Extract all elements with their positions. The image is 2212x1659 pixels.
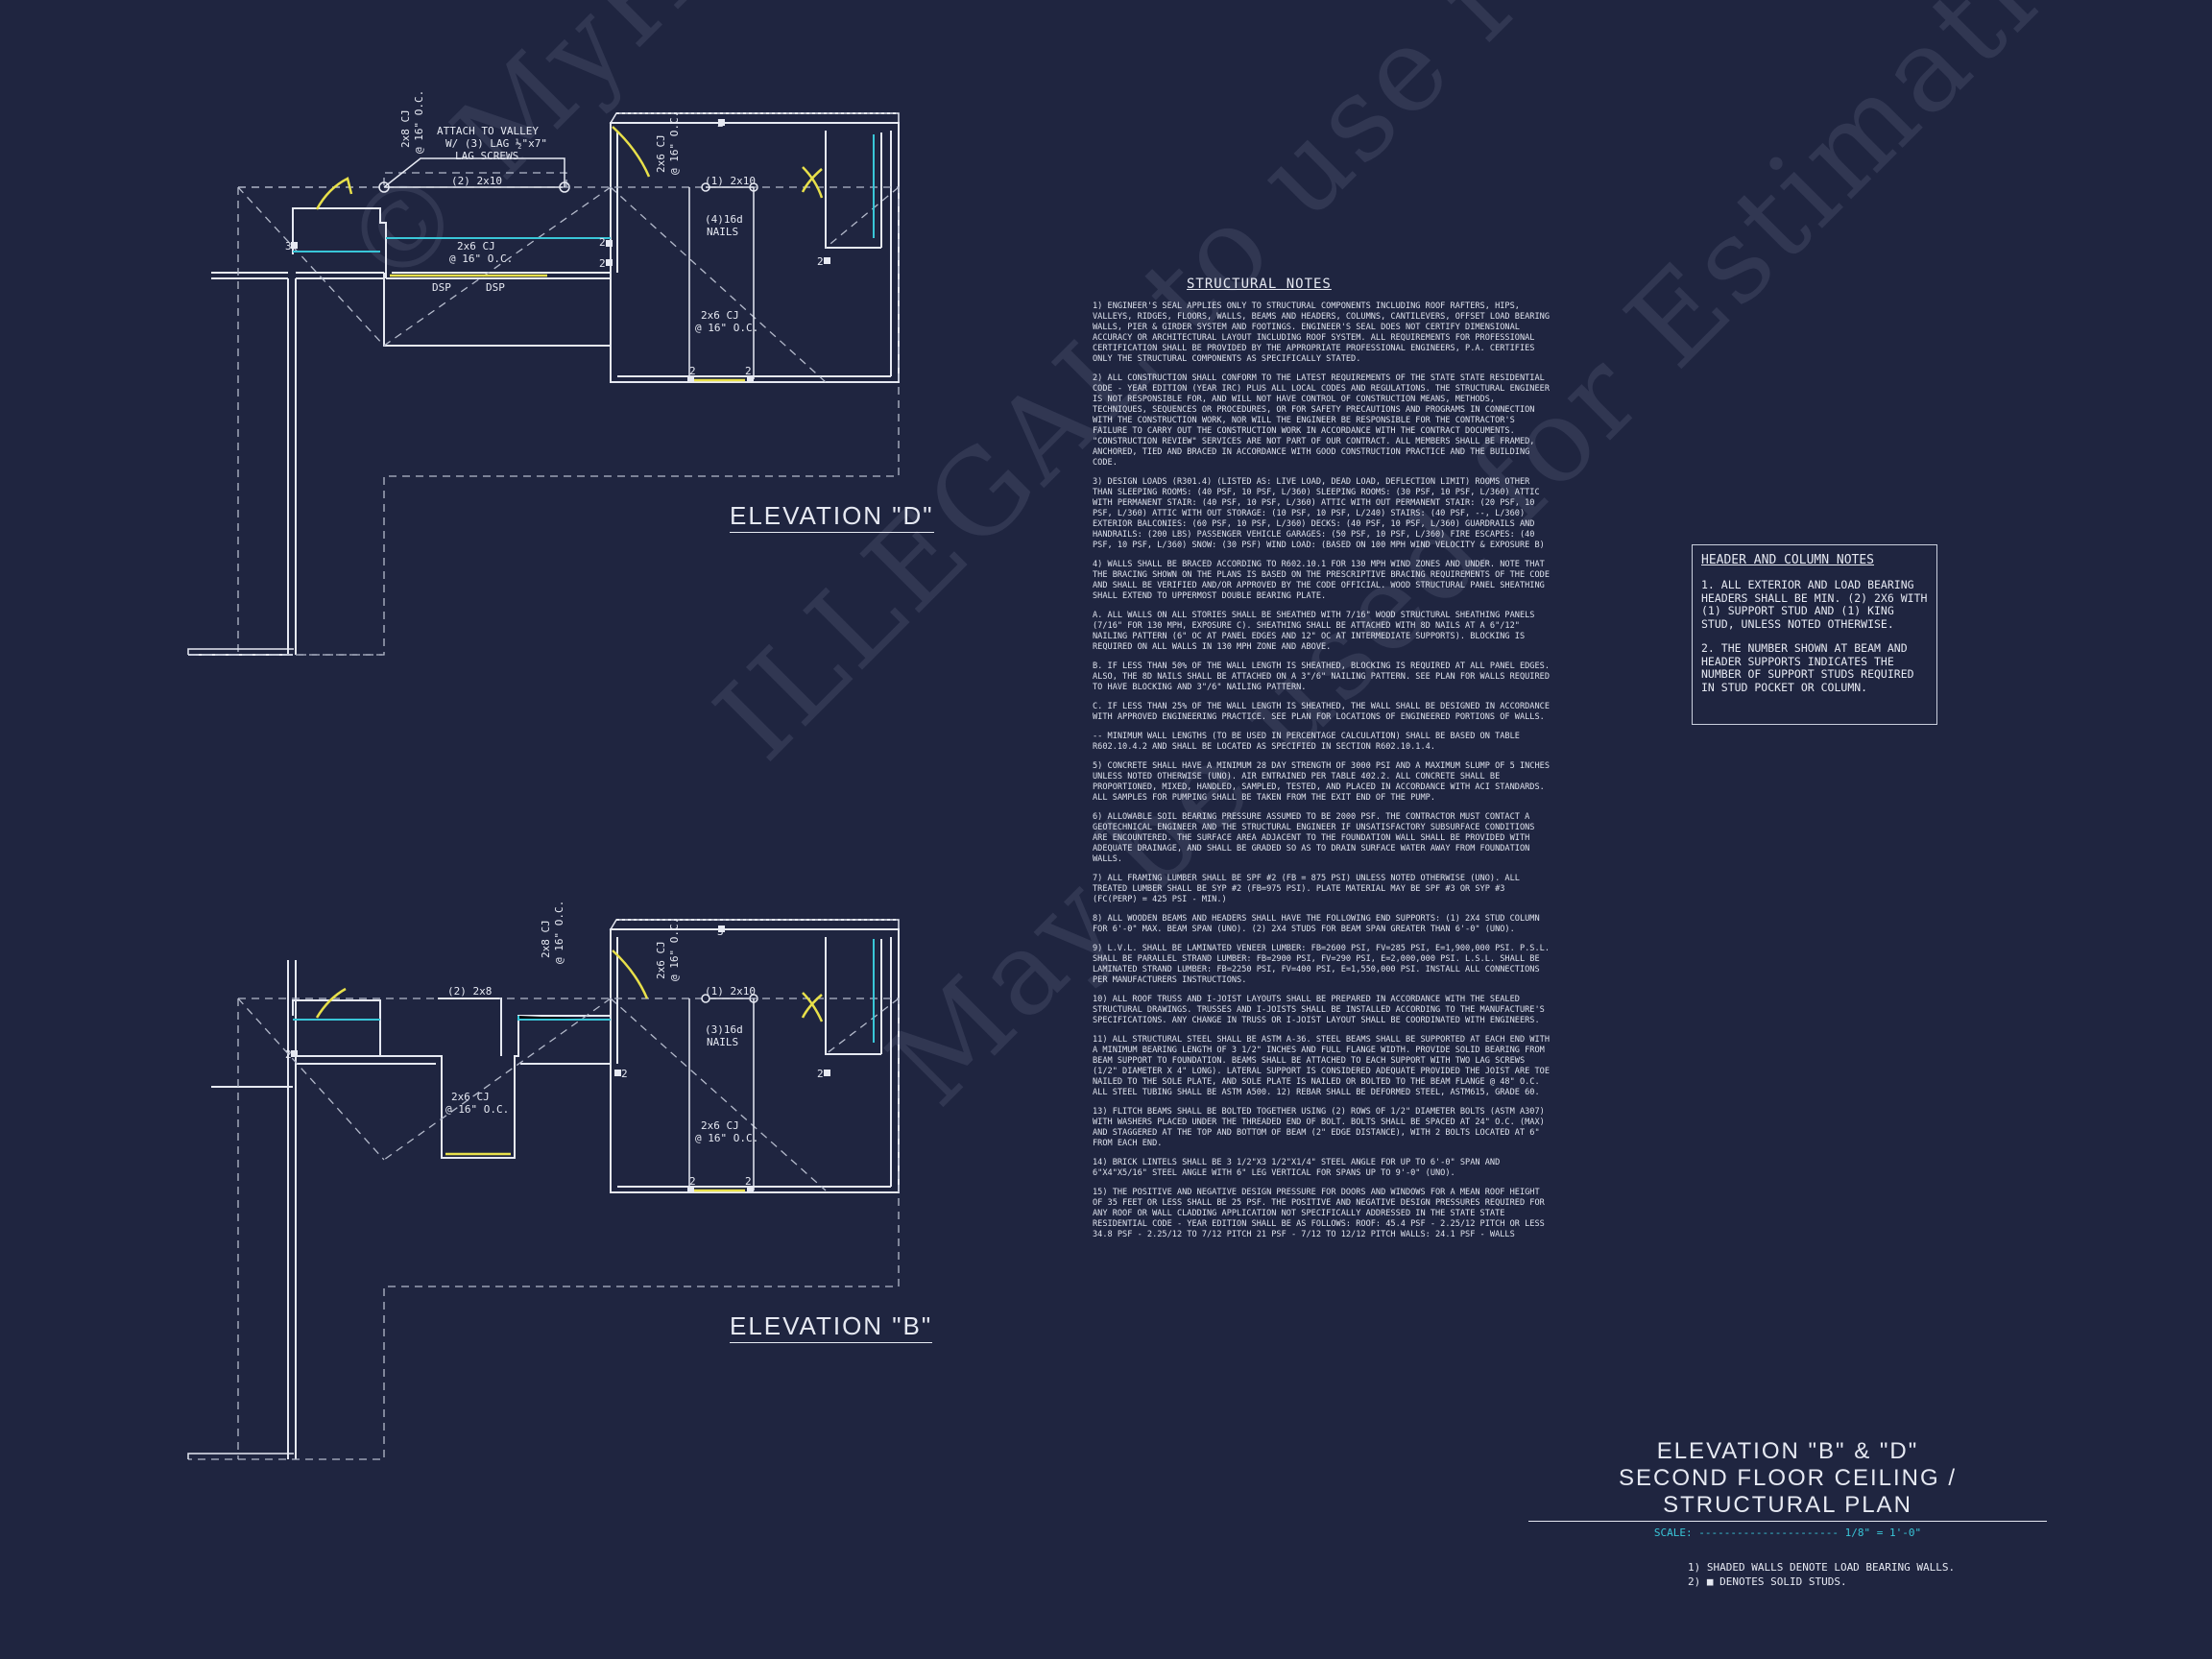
elev-d-nails-2: NAILS xyxy=(707,226,738,238)
elev-b-stud-5: 2 xyxy=(689,1175,696,1188)
elev-d-nails-1: (4)16d xyxy=(705,213,743,226)
elev-d-attach-2: W/ (3) LAG ½"x7" xyxy=(445,137,547,150)
note-1: 1) ENGINEER'S SEAL APPLIES ONLY TO STRUC… xyxy=(1093,301,1550,364)
elev-d-stud-7: 2 xyxy=(745,365,752,377)
elev-b-cj-left-spacing: @ 16" O.C. xyxy=(445,1103,509,1116)
elev-d-stud-3: 2 xyxy=(599,257,606,270)
elev-d-stud-2: 2 xyxy=(599,236,606,249)
note-4a: a. ALL WALLS ON ALL STORIES SHALL BE SHE… xyxy=(1093,611,1535,652)
note-7: 7) ALL FRAMING LUMBER SHALL BE SPF #2 (F… xyxy=(1093,874,1520,904)
structural-notes-title: STRUCTURAL NOTES xyxy=(1187,276,1332,292)
structural-notes: 1) ENGINEER'S SEAL APPLIES ONLY TO STRUC… xyxy=(1093,301,1553,1249)
elevation-d-label: ELEVATION "D" xyxy=(730,501,934,533)
elev-b-cj-center-spacing: @ 16" O.C. xyxy=(695,1132,758,1144)
elev-b-cj-center: 2x6 CJ xyxy=(701,1119,739,1132)
legend-item-2: 2) ■ DENOTES SOLID STUDS. xyxy=(1688,1575,1847,1588)
elev-b-stud-1: 3 xyxy=(717,926,724,938)
elev-d-cj-vert-spacing: @ 16" O.C. xyxy=(413,90,425,154)
elev-b-nails-2: NAILS xyxy=(707,1036,738,1048)
elev-d-cj-h-spacing: @ 16" O.C. xyxy=(449,252,513,265)
cyan-beam-lines xyxy=(293,134,875,1043)
scale-note: SCALE: ---------------------- 1/8" = 1'-… xyxy=(1653,1527,1922,1539)
note-15: 15) THE POSITIVE AND NEGATIVE DESIGN PRE… xyxy=(1093,1188,1545,1239)
elev-b-cj-vert-spacing: @ 16" O.C. xyxy=(553,901,565,964)
elev-d-cj-center: 2x6 CJ xyxy=(701,309,739,322)
elev-b-header2: (1) 2x10 xyxy=(705,985,756,998)
elevation-b-label: ELEVATION "B" xyxy=(730,1311,933,1343)
note-9: 9) L.V.L. SHALL BE LAMINATED VENEER LUMB… xyxy=(1093,944,1550,985)
elev-d-header2: (1) 2x10 xyxy=(705,175,756,187)
elev-d-stud-4: 2 xyxy=(817,255,824,268)
elev-d-header: (2) 2x10 xyxy=(451,175,502,187)
note-min-wall: -- MINIMUM WALL LENGTHS (TO BE USED IN P… xyxy=(1093,732,1520,752)
legend: 1) SHADED WALLS DENOTE LOAD BEARING WALL… xyxy=(1688,1560,1955,1589)
elev-d-cj-vert: 2x8 CJ xyxy=(399,109,412,148)
elev-d-cj-h: 2x6 CJ xyxy=(457,240,495,252)
note-4c: c. IF LESS THAN 25% OF THE WALL LENGTH I… xyxy=(1093,702,1550,722)
title-line-1: ELEVATION "B" & "D" xyxy=(1656,1438,1919,1464)
elev-d-dsp-2: DSP xyxy=(486,281,505,294)
header-note-2: 2. THE NUMBER SHOWN AT BEAM AND HEADER S… xyxy=(1701,641,1914,694)
note-4b: b. IF LESS THAN 50% OF THE WALL LENGTH I… xyxy=(1093,661,1550,692)
elev-d-dsp-1: DSP xyxy=(432,281,451,294)
note-13: 13) FLITCH BEAMS SHALL BE BOLTED TOGETHE… xyxy=(1093,1107,1545,1148)
note-10: 10) ALL ROOF TRUSS AND I-JOIST LAYOUTS S… xyxy=(1093,995,1545,1025)
elev-d-cj-center-spacing: @ 16" O.C. xyxy=(695,322,758,334)
elev-b-cj-vert2-spacing: @ 16" O.C. xyxy=(668,918,681,981)
yellow-doors xyxy=(315,126,824,1192)
header-column-notes-title: HEADER AND COLUMN NOTES xyxy=(1701,553,1875,567)
elev-b-stud-3: 2 xyxy=(621,1068,628,1080)
elev-b-stud-4: 2 xyxy=(817,1068,824,1080)
title-line-2: SECOND FLOOR CEILING / STRUCTURAL PLAN xyxy=(1528,1465,2047,1522)
elev-d-cj-vert2-spacing: @ 16" O.C. xyxy=(668,111,681,175)
elev-b-stud-2: 2 xyxy=(285,1048,292,1061)
header-note-1: 1. ALL EXTERIOR AND LOAD BEARING HEADERS… xyxy=(1701,578,1928,631)
title-block: ELEVATION "B" & "D" SECOND FLOOR CEILING… xyxy=(1528,1438,2047,1539)
elev-b-cj-vert: 2x8 CJ xyxy=(540,920,552,958)
note-2: 2) ALL CONSTRUCTION SHALL CONFORM TO THE… xyxy=(1093,373,1550,468)
elev-b-cj-vert2: 2x6 CJ xyxy=(655,941,667,979)
note-14: 14) BRICK LINTELS SHALL BE 3 1/2"x3 1/2"… xyxy=(1093,1158,1501,1178)
note-6: 6) ALLOWABLE SOIL BEARING PRESSURE ASSUM… xyxy=(1093,812,1535,864)
elev-b-nails-1: (3)16d xyxy=(705,1023,743,1036)
elev-b-cj-left: 2x6 CJ xyxy=(451,1091,490,1103)
header-column-notes-box: HEADER AND COLUMN NOTES 1. ALL EXTERIOR … xyxy=(1692,544,1937,725)
elev-d-attach-1: ATTACH TO VALLEY xyxy=(437,125,539,137)
elev-d-attach-3: LAG SCREWS xyxy=(455,150,518,162)
elev-d-stud-5: 2 xyxy=(717,117,724,130)
note-3: 3) DESIGN LOADS (R301.4) (LISTED AS: LIV… xyxy=(1093,477,1545,550)
elev-b-header: (2) 2x8 xyxy=(447,985,492,998)
elevation-d-plan xyxy=(188,112,900,656)
elev-d-stud-6: 2 xyxy=(689,365,696,377)
legend-item-1: 1) SHADED WALLS DENOTE LOAD BEARING WALL… xyxy=(1688,1561,1956,1574)
note-4: 4) WALLS SHALL BE BRACED ACCORDING TO R6… xyxy=(1093,560,1550,601)
note-8: 8) ALL WOODEN BEAMS AND HEADERS SHALL HA… xyxy=(1093,914,1540,934)
elev-b-stud-6: 2 xyxy=(745,1175,752,1188)
note-11: 11) ALL STRUCTURAL STEEL SHALL BE ASTM A… xyxy=(1093,1035,1550,1097)
elev-d-stud-1: 3 xyxy=(285,240,292,252)
elev-d-cj-vert2: 2x6 CJ xyxy=(655,134,667,173)
elevation-b-plan xyxy=(211,919,900,1459)
note-5: 5) CONCRETE SHALL HAVE A MINIMUM 28 DAY … xyxy=(1093,761,1550,803)
